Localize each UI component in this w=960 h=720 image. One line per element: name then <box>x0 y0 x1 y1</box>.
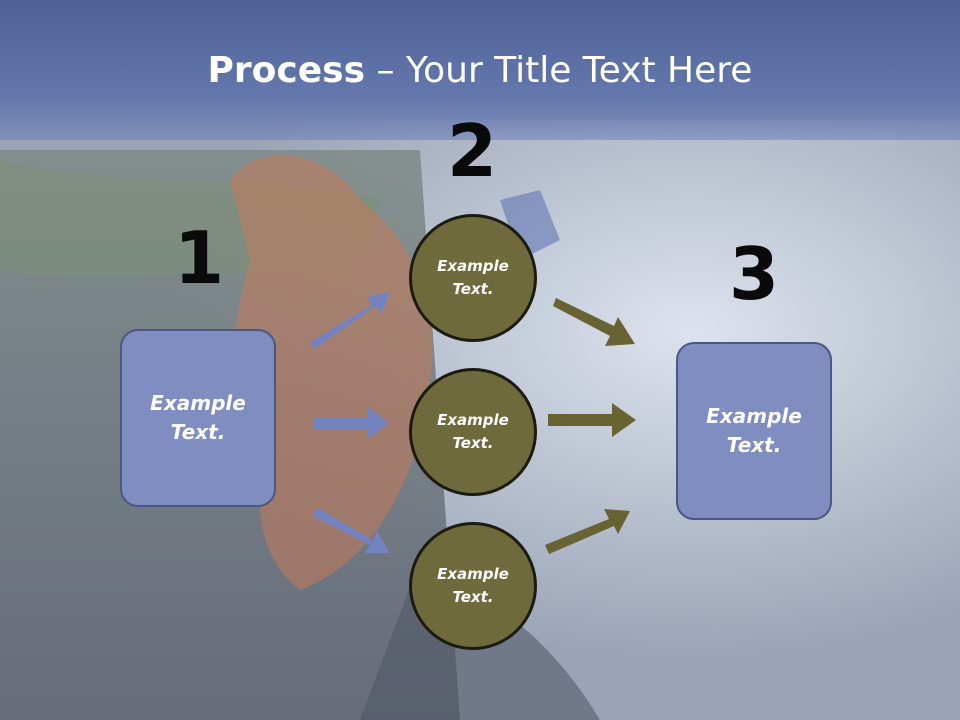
arrow-from-circle-1 <box>553 298 635 346</box>
arrow-to-circle-1 <box>310 292 390 349</box>
arrow-from-circle-3 <box>545 509 630 554</box>
title-bold: Process <box>207 50 366 91</box>
title-rest: – Your Title Text Here <box>365 50 753 91</box>
title-bar <box>0 0 960 140</box>
slide-title: Process – Your Title Text Here <box>0 50 960 91</box>
arrow-to-circle-3 <box>312 508 390 553</box>
step-number-2: 2 <box>446 109 498 193</box>
step-number-3: 3 <box>728 232 780 316</box>
arrow-to-circle-2 <box>314 407 389 439</box>
step-number-1: 1 <box>173 216 225 300</box>
arrow-from-circle-2 <box>548 403 636 437</box>
